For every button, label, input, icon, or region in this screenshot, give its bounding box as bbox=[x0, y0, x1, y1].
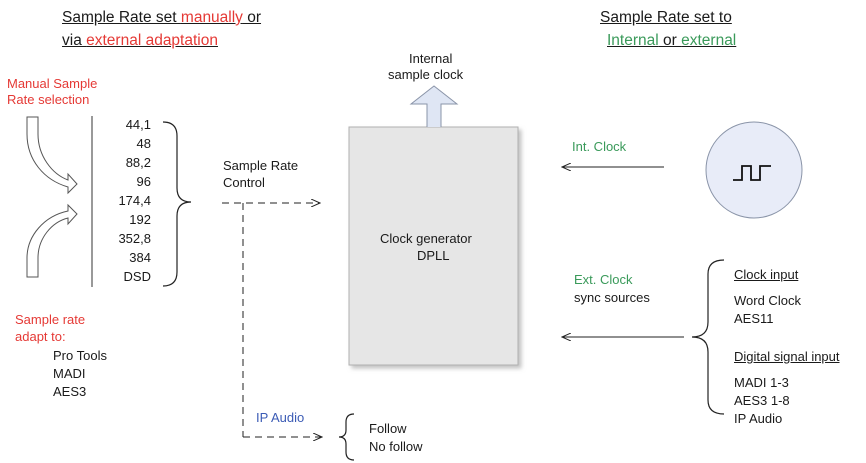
header-right-line2: Internal or external bbox=[607, 32, 737, 49]
rate-item: 88,2 bbox=[125, 155, 151, 170]
sr-control-line1: Sample Rate bbox=[223, 158, 299, 173]
clock-input-item: Word Clock bbox=[734, 293, 801, 308]
rates-brace bbox=[162, 121, 192, 287]
header-left-line2: via external adaptation bbox=[62, 32, 218, 49]
sync-sources-brace bbox=[691, 259, 725, 415]
square-wave-icon bbox=[733, 165, 771, 181]
manual-selection-line2: Rate selection bbox=[7, 92, 90, 107]
clock-input-heading: Clock input bbox=[734, 267, 799, 282]
manual-selection-line1: Manual Sample bbox=[7, 76, 98, 91]
clock-input-item: AES11 bbox=[734, 311, 774, 326]
int-clock-label: Int. Clock bbox=[572, 139, 627, 154]
oscillator-circle bbox=[705, 121, 803, 219]
header-right-line1: Sample Rate set to bbox=[600, 9, 732, 26]
clock-generator-subtitle: DPLL bbox=[417, 248, 450, 263]
digital-input-item: IP Audio bbox=[734, 411, 783, 426]
internal-clock-output-arrow bbox=[409, 85, 459, 127]
digital-input-item: AES3 1-8 bbox=[734, 393, 790, 408]
ext-clock-label: Ext. Clock bbox=[574, 272, 633, 287]
curved-arrow-down-icon bbox=[26, 116, 78, 195]
rate-item: DSD bbox=[123, 269, 151, 284]
follow-brace bbox=[338, 413, 355, 461]
adapt-line2: adapt to: bbox=[15, 329, 66, 344]
follow-option: No follow bbox=[369, 439, 423, 454]
rate-item: 48 bbox=[136, 136, 151, 151]
header-left-line1: Sample Rate set manually or bbox=[62, 9, 262, 26]
curved-arrow-up-icon bbox=[26, 203, 78, 278]
rate-item: 352,8 bbox=[118, 231, 151, 246]
rate-item: 174,4 bbox=[118, 193, 151, 208]
rate-item: 96 bbox=[136, 174, 151, 189]
adapt-item: MADI bbox=[53, 366, 86, 381]
rate-item: 44,1 bbox=[125, 117, 151, 132]
adapt-item: AES3 bbox=[53, 384, 87, 399]
digital-input-item: MADI 1-3 bbox=[734, 375, 789, 390]
clock-generator-title: Clock generator bbox=[380, 231, 472, 246]
rate-item: 192 bbox=[129, 212, 151, 227]
follow-option: Follow bbox=[369, 421, 407, 436]
internal-clock-line1: Internal bbox=[409, 51, 453, 66]
adapt-item: Pro Tools bbox=[53, 348, 107, 363]
sr-control-line2: Control bbox=[223, 175, 265, 190]
internal-clock-line2: sample clock bbox=[388, 67, 464, 82]
clock-generator-box bbox=[348, 126, 519, 366]
digital-input-heading: Digital signal input bbox=[734, 349, 840, 364]
rate-item: 384 bbox=[129, 250, 151, 265]
adapt-line1: Sample rate bbox=[15, 312, 86, 327]
ext-clock-sync-label: sync sources bbox=[574, 290, 650, 305]
ip-audio-label: IP Audio bbox=[256, 410, 305, 425]
